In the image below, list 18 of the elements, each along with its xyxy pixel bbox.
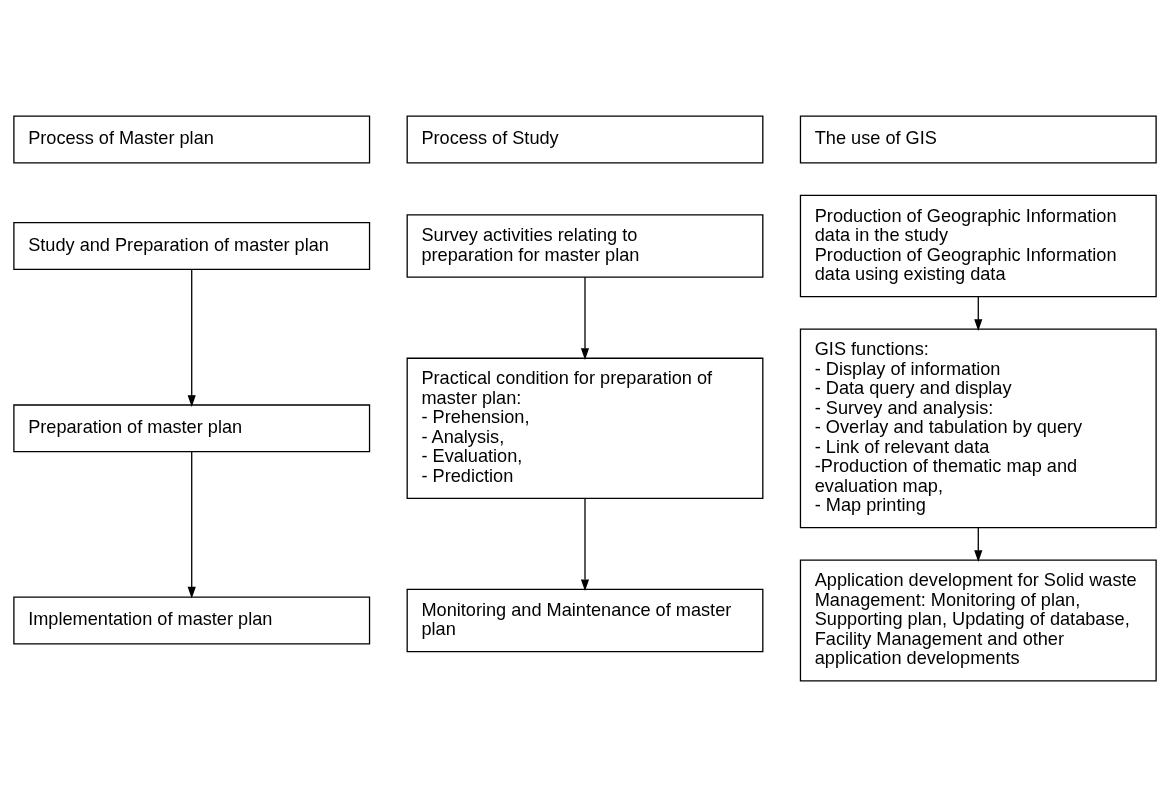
node-box: Practical condition for preparation of master plan: - Prehension, - Analysis, - Evaluation, - Prediction [406, 357, 764, 499]
node-box: Process of Master plan [13, 115, 371, 164]
node-box: Survey activities relating to preparation for master plan [406, 213, 764, 278]
node-box: GIS functions: - Display of information - Data query and display - Survey and analysis: - Overlay and tabulation by query - Link of relevant data -Production of thematic map and evaluation map, - Map printing [799, 327, 1157, 528]
arrow [580, 276, 590, 360]
node-box: Implementation of master plan [13, 595, 371, 644]
node-box: Production of Geographic Information data in the study Production of Geographic Information data using existing data [799, 194, 1157, 297]
node-box: Preparation of master plan [13, 403, 371, 452]
node-box: Monitoring and Maintenance of master plan [406, 588, 764, 652]
node-box: The use of GIS [799, 115, 1157, 164]
node-box: Application development for Solid waste Management: Monitoring of plan, Supporting plan, Updating of database, Facility Management and other application developments [799, 558, 1157, 681]
arrow [974, 526, 983, 562]
node-box: Study and Preparation of master plan [13, 221, 371, 270]
arrow [580, 497, 590, 591]
arrow [974, 295, 983, 331]
arrow [187, 450, 196, 599]
node-box: Process of Study [406, 115, 764, 164]
arrow [187, 268, 196, 407]
